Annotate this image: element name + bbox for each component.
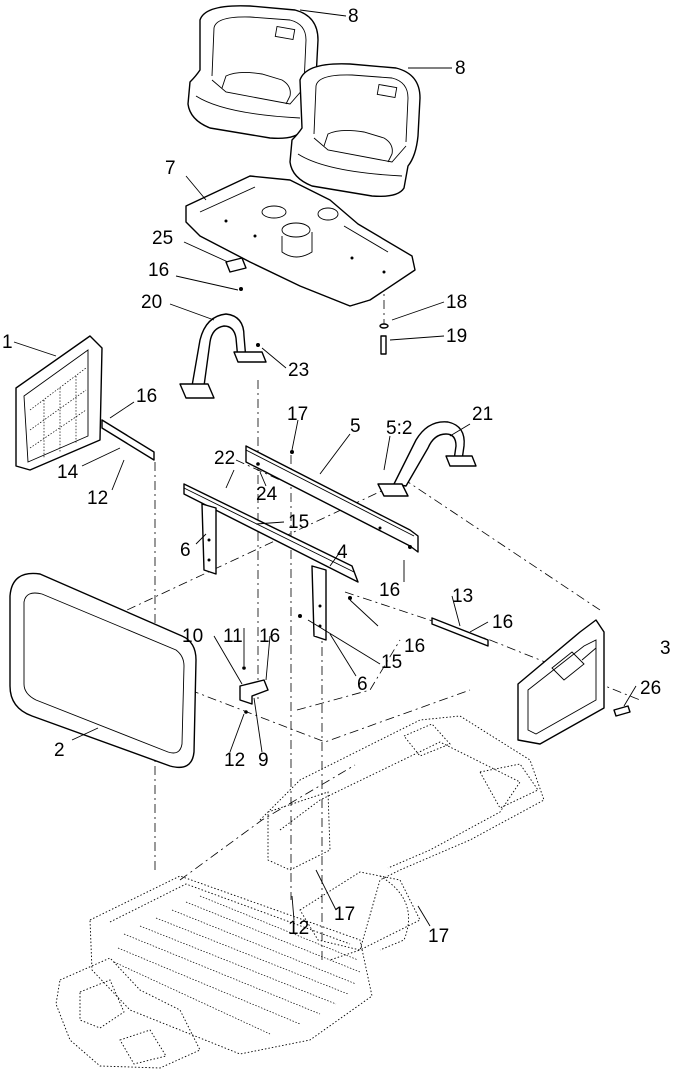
callout-21: 21 [472,404,493,425]
callout-26: 26 [640,678,661,699]
callout-25: 25 [152,228,173,249]
callout-3: 3 [660,638,671,659]
callout-6-left: 6 [180,540,191,561]
assembly-center-lines [109,262,641,960]
callout-18: 18 [446,292,467,313]
callout-17-right: 17 [428,926,449,947]
leader-lines [13,9,637,927]
bracket-6-right [311,565,327,641]
callout-19: 19 [446,326,467,347]
front-panel-2 [9,572,197,769]
callout-15-top: 15 [288,512,309,533]
callout-16-left-panel: 16 [136,386,157,407]
callout-10: 10 [182,626,203,647]
strip-13 [290,450,489,647]
callout-12-frame: 12 [288,918,309,939]
callout-17-frame: 17 [334,904,355,925]
bracket-9 [239,666,269,714]
seat-upper [187,5,319,140]
callout-6-right: 6 [357,674,368,695]
side-panel-left [15,335,155,471]
callout-23: 23 [288,360,309,381]
rear-rail-5 [245,445,419,553]
callout-4: 4 [337,542,348,563]
callout-8-upper-seat: 8 [348,6,359,27]
callout-12-left: 12 [87,488,108,509]
front-rail-4 [183,483,359,583]
callout-15-bottom: 15 [381,652,402,673]
callout-17-top: 17 [287,404,308,425]
seat-lower [289,63,421,198]
callout-13: 13 [452,586,473,607]
callout-8-lower-seat: 8 [455,58,466,79]
callout-5-2: 5:2 [386,418,412,439]
callout-14: 14 [57,462,79,483]
seat-support-21 [377,421,477,497]
callout-7: 7 [165,158,176,179]
callout-2: 2 [54,740,65,761]
callout-labels: 8 8 7 25 16 18 19 20 23 1 16 14 12 17 5 … [2,6,671,947]
callout-22: 22 [214,448,235,469]
side-panel-right [517,619,631,745]
callout-16-right: 16 [404,636,425,657]
callout-5: 5 [350,416,361,437]
callout-1: 1 [2,332,13,353]
vehicle-frame [55,715,545,1069]
small-fasteners-top [225,257,389,355]
callout-11: 11 [223,626,243,647]
callout-16-strip: 16 [492,612,513,633]
callout-24: 24 [256,484,278,505]
callout-16-bracket: 16 [259,626,280,647]
callout-12-bracket: 12 [224,750,245,771]
callout-16-top: 16 [148,260,169,281]
callout-20: 20 [141,292,162,313]
seat-base [185,175,416,307]
callout-16-rail: 16 [379,580,400,601]
bracket-6-left [201,503,217,575]
seat-support-20 [179,313,267,399]
callout-9: 9 [258,750,269,771]
